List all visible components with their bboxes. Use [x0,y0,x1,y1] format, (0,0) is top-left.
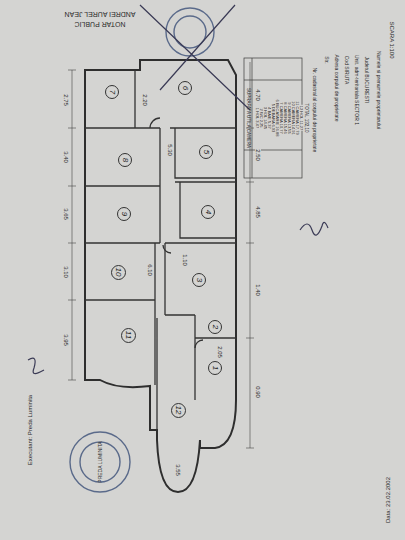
room-number-circle: 2 [208,320,222,334]
room-number: 9 [120,212,128,216]
room-number-circle: 3 [192,273,206,287]
dimension: 6.10 [147,263,153,277]
dimension: 2.50 [255,148,261,162]
dimension: 0.90 [255,385,261,399]
room-number: 12 [174,406,182,415]
dimension: 3.65 [63,207,69,221]
room-number: 10 [114,268,122,277]
room-number-circle: 4 [201,205,215,219]
dimension: 5.30 [167,143,173,157]
document-text: Numele si prenumele proprietarului [376,51,381,129]
dimension: 1.40 [255,283,261,297]
room-number: 6 [181,86,189,90]
room-number-circle: 8 [118,153,132,167]
document-text: Data: 23.02.2002 [385,477,391,523]
dimension: 4.85 [255,205,261,219]
dimension: 2.05 [217,345,223,359]
room-number-circle: 10 [111,265,126,280]
room-number: 3 [195,278,203,282]
room-number-circle: 7 [105,85,119,99]
document-text: Nr. cadastral al corpului de proprietate [312,68,317,153]
room-number-circle: 9 [117,207,131,221]
document-text: PREDA LUMINITA [98,441,103,482]
document-text: Executant: Preda Luminita [27,395,33,465]
dimension: 4.70 [255,88,261,102]
room-number: 1 [211,366,219,370]
document-text: ANDREI AUREL JEAN [65,11,136,18]
room-number: 2 [211,325,219,329]
document-text: Adresa corpului de proprietate [334,55,339,122]
room-number-circle: 6 [178,81,192,95]
document-text: Str. [324,56,329,64]
dimension: 3.55 [175,463,181,477]
room-number-circle: 11 [121,328,136,343]
dimension: 3.40 [63,150,69,164]
table-cell: 12 HOL 11,27 [299,105,303,131]
document-text: SCARA 1:100 [389,21,395,58]
dimension: 1.10 [182,253,188,267]
room-number: 8 [121,158,129,162]
dimension: 3.95 [63,333,69,347]
document-text: Judetul BUCURESTI [364,57,369,103]
dimension: 3.10 [63,265,69,279]
room-number-circle: 5 [199,145,213,159]
document-text: Cod SIRUTA [344,56,349,85]
document-text: NOTAR PUBLIC [74,21,125,28]
room-number: 5 [202,150,210,154]
table-cell: TOTAL 132,10 [304,103,309,134]
dimension: 2.20 [142,93,148,107]
table-cell: SUPRAFATA UTILA CAMERA [246,88,251,148]
room-number-circle: 12 [171,403,186,418]
room-number: 11 [124,331,132,339]
room-number: 7 [108,90,116,94]
document-text: Unit. adm-teritoriala SECTOR 1 [354,55,359,125]
room-number: 4 [204,210,212,214]
dimension: 2.75 [63,93,69,107]
room-number-circle: 1 [208,361,222,375]
